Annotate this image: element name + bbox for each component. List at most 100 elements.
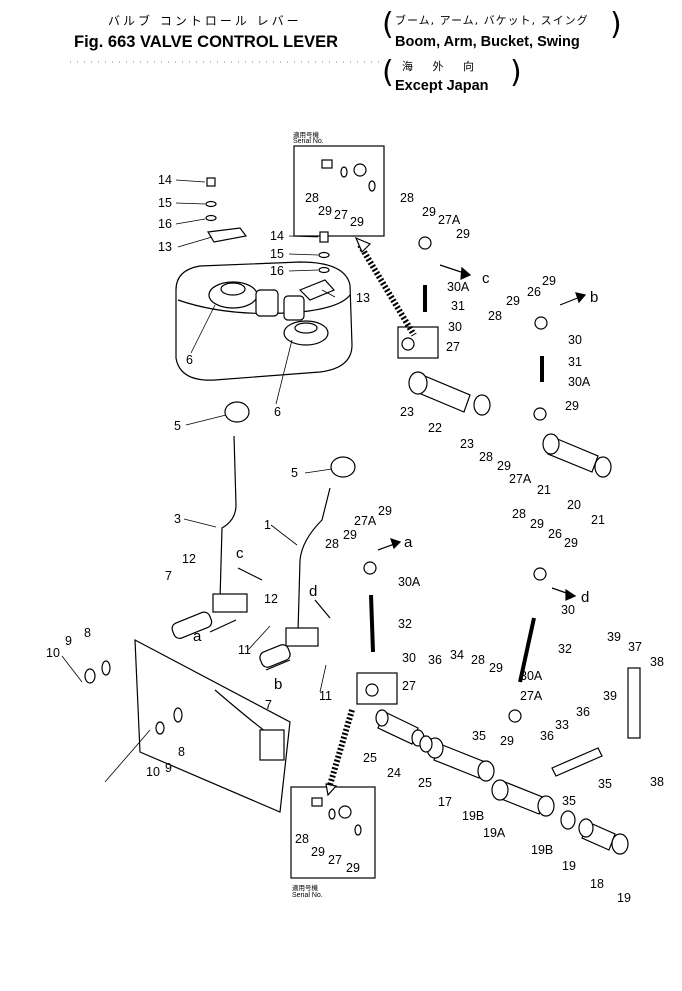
callout-29-lower-b: 29 (500, 734, 514, 748)
callout-16b: 16 (270, 264, 284, 278)
callout-19a: 19 (562, 859, 576, 873)
callout-26-right: 26 (527, 285, 541, 299)
callout-inset-29a: 29 (318, 204, 332, 218)
callout-29-right-a: 29 (542, 274, 556, 288)
shaft-19A (491, 779, 555, 817)
inset-bottom-label-jp: 適用号機 (292, 884, 318, 892)
rod-end-27-box (401, 337, 415, 351)
callout-33: 33 (555, 718, 569, 732)
callout-29-right-b: 29 (506, 294, 520, 308)
callout-27-box: 27 (446, 340, 460, 354)
callout-28-top: 28 (400, 191, 414, 205)
callout-b-lever: b (274, 676, 282, 693)
nut-9-lower (155, 721, 165, 735)
rod-end-26-lower (533, 567, 547, 581)
leader-lines (61, 179, 336, 783)
callout-29-mid-a: 29 (497, 459, 511, 473)
thread-rod-lower (327, 709, 355, 786)
callout-30A-left: 30A (398, 575, 421, 589)
highlight-box-27-upper (397, 326, 439, 359)
callout-30A-right: 30A (568, 375, 591, 389)
reference-arrows (209, 264, 587, 671)
callout-13a: 13 (158, 240, 172, 254)
knob-5-upper (224, 401, 250, 423)
callout-d-lever: d (309, 583, 317, 600)
callout-14b: 14 (270, 229, 284, 243)
subtitle-english-1: Boom, Arm, Bucket, Swing (395, 34, 580, 50)
callout-16a: 16 (158, 217, 172, 231)
callout-35a: 35 (472, 729, 486, 743)
bushing-19B (560, 810, 576, 830)
callout-28-left: 28 (325, 537, 339, 551)
callout-31-right: 31 (568, 355, 582, 369)
callout-30-top: 30 (448, 320, 462, 334)
inset-top-serial: Serial No. (293, 138, 324, 145)
callout-13b: 13 (356, 291, 370, 305)
washer-8-lower (173, 707, 183, 723)
callout-11a: 11 (238, 643, 251, 657)
callout-11b: 11 (319, 689, 332, 703)
callout-35b: 35 (598, 777, 612, 791)
callout-21b: 21 (591, 513, 605, 527)
shaft-24 (375, 709, 425, 747)
callout-25a: 25 (363, 751, 377, 765)
bolts-14-16-right (318, 231, 330, 274)
knob-5-lower (330, 456, 356, 478)
callout-30-box: 30 (402, 651, 416, 665)
callout-28-right: 28 (488, 309, 502, 323)
callout-31-top: 31 (451, 299, 465, 313)
left-paren-2: ( (382, 55, 394, 90)
callout-37: 37 (628, 640, 642, 654)
inset-bottom-parts (311, 797, 362, 836)
bolts-14-16-left (205, 177, 217, 222)
callout-inset-27: 27 (334, 208, 348, 222)
callout-12b: 12 (264, 592, 278, 606)
callout-inset-lower-28: 28 (295, 832, 309, 846)
callout-29-mid-b: 29 (565, 399, 579, 413)
highlight-box-27-lower (356, 672, 398, 705)
callout-12a: 12 (182, 552, 196, 566)
lever-3 (219, 435, 237, 601)
callout-29-lower-a: 29 (489, 661, 503, 675)
inset-top-label-jp: 適用号機 (293, 131, 319, 139)
callout-d-right: d (581, 589, 589, 606)
callout-5b: 5 (291, 466, 298, 480)
callout-labels: 14 15 16 13 14 15 16 13 6 6 28 29 27 29 … (46, 173, 664, 905)
callout-17: 17 (438, 795, 452, 809)
bracket-13-left (207, 227, 248, 243)
callout-20: 20 (567, 498, 581, 512)
shaft-20 (542, 433, 612, 478)
subtitle-english-2: Except Japan (395, 78, 489, 94)
callout-a-lever: a (193, 628, 202, 645)
subtitle-japanese-1: ブーム, アーム, バケット, スイング (395, 14, 589, 27)
shaft-22 (408, 371, 491, 416)
link-37 (627, 667, 641, 739)
callout-a-left: a (404, 534, 413, 551)
callout-inset-lower-29b: 29 (346, 861, 360, 875)
lever-1 (297, 487, 331, 633)
callout-15a: 15 (158, 196, 172, 210)
callout-21a: 21 (537, 483, 551, 497)
inset-bottom-serial: Serial No. (292, 892, 323, 899)
callout-1: 1 (264, 518, 271, 532)
callout-30A-lower: 30A (520, 669, 543, 683)
inset-box-top (293, 145, 385, 237)
callout-3: 3 (174, 512, 181, 526)
callout-24: 24 (387, 766, 401, 780)
callout-15b: 15 (270, 247, 284, 261)
callout-b-right: b (590, 289, 598, 306)
callout-inset-lower-29a: 29 (311, 845, 325, 859)
callout-38b: 38 (650, 775, 664, 789)
callout-34: 34 (450, 648, 464, 662)
callout-9b: 9 (165, 761, 172, 775)
callout-inset-29b: 29 (350, 215, 364, 229)
rod-end-27-box-lower (365, 683, 379, 697)
callout-26-lower-right: 26 (548, 527, 562, 541)
callout-18: 18 (590, 877, 604, 891)
rod-end-27A-lower (508, 709, 522, 723)
callout-14a: 14 (158, 173, 172, 187)
callout-6a: 6 (186, 353, 193, 367)
callout-5a: 5 (174, 419, 181, 433)
callout-19A: 19A (483, 826, 506, 840)
thread-rod-upper (357, 243, 417, 337)
